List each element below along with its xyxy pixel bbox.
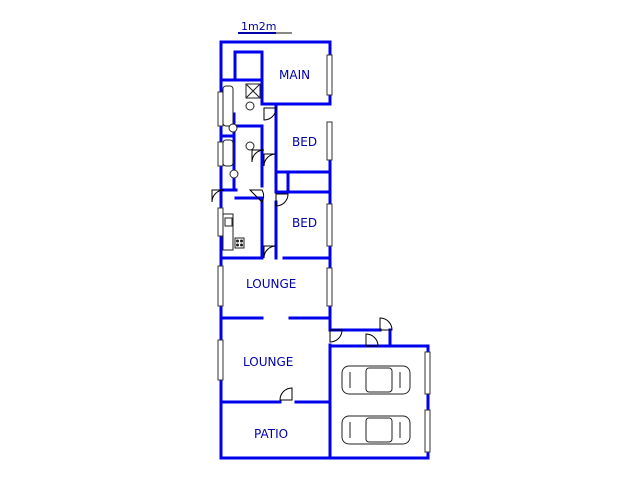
car-icon: [341, 415, 411, 445]
scale-bar: 1m2m: [238, 20, 292, 34]
toilet: [228, 123, 238, 133]
window: [424, 351, 431, 395]
door-swing: [279, 387, 293, 401]
bathtub: [222, 85, 234, 127]
window: [326, 54, 333, 96]
door-swing: [251, 149, 265, 163]
sink: [224, 217, 233, 227]
garage-cars: [341, 365, 411, 445]
kitchen-counter: [222, 213, 234, 251]
window: [217, 265, 224, 307]
room-label-main: MAIN: [279, 68, 310, 82]
window: [326, 203, 333, 247]
window: [326, 121, 333, 161]
room-label-lounge-1: LOUNGE: [246, 277, 296, 291]
scale-bar-label: 1m2m: [241, 20, 276, 33]
fixtures: [222, 83, 261, 251]
car-icon: [341, 365, 411, 395]
room-label-patio: PATIO: [254, 427, 288, 441]
window: [217, 91, 224, 127]
window: [217, 339, 224, 381]
bathtub: [222, 139, 234, 167]
door-swing: [248, 189, 265, 203]
door-swing: [365, 333, 379, 347]
door-swing: [263, 245, 277, 259]
room-label-bed-1: BED: [292, 135, 317, 149]
basin: [245, 101, 255, 111]
door-swing: [211, 189, 225, 203]
door-swing: [263, 153, 277, 167]
door-swing: [379, 317, 393, 331]
window: [217, 141, 224, 167]
door-swing: [275, 193, 289, 207]
doors: [211, 107, 393, 401]
door-swing: [263, 107, 277, 121]
room-labels: MAIN BED BED LOUNGE LOUNGE PATIO: [243, 68, 317, 441]
toilet: [245, 141, 255, 151]
basin: [229, 169, 239, 179]
door-swing: [329, 329, 343, 343]
window: [424, 409, 431, 453]
stove: [234, 237, 245, 249]
window: [217, 207, 224, 237]
room-label-lounge-2: LOUNGE: [243, 355, 293, 369]
room-label-bed-2: BED: [292, 216, 317, 230]
window: [326, 267, 333, 307]
windows: [217, 54, 431, 453]
